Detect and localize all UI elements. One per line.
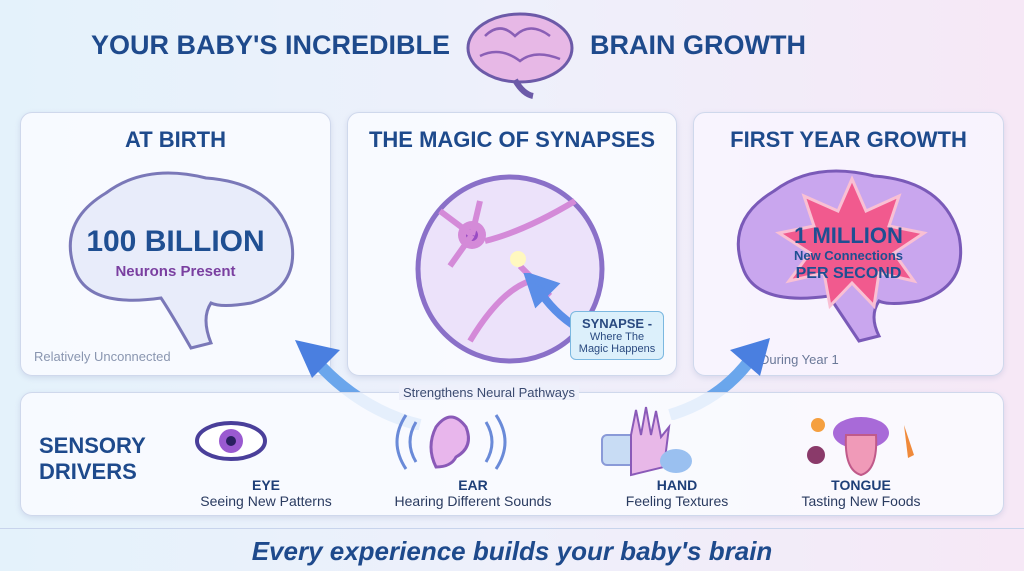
sensory-heading: SENSORY DRIVERS bbox=[39, 433, 146, 485]
sense-desc: Seeing New Patterns bbox=[200, 493, 332, 509]
synapse-callout: SYNAPSE - Where The Magic Happens bbox=[570, 311, 664, 360]
sense-desc: Hearing Different Sounds bbox=[394, 493, 552, 509]
hand-icon bbox=[601, 406, 692, 477]
neuron-label: Neurons Present bbox=[115, 263, 236, 280]
sense-desc: Tasting New Foods bbox=[801, 493, 921, 509]
callout-line2: Magic Happens bbox=[578, 343, 656, 355]
sense-name: HAND bbox=[656, 477, 698, 493]
footer-tagline: Every experience builds your baby's brai… bbox=[251, 536, 773, 566]
sense-name: EYE bbox=[251, 477, 280, 493]
at-birth-heading: AT BIRTH bbox=[124, 127, 227, 152]
title-right: BRAIN GROWTH bbox=[590, 30, 806, 60]
first-year-heading: FIRST YEAR GROWTH bbox=[730, 127, 967, 152]
growth-note: During Year 1 bbox=[760, 352, 839, 367]
connection-label: New Connections bbox=[793, 248, 904, 263]
brain-illustration-icon bbox=[68, 171, 295, 350]
ear-icon bbox=[395, 414, 507, 470]
tongue-icon bbox=[807, 417, 914, 477]
sense-name: EAR bbox=[458, 477, 488, 493]
callout-line1: Where The bbox=[589, 331, 645, 343]
sense-desc: Feeling Textures bbox=[625, 493, 729, 509]
callout-title: SYNAPSE - bbox=[581, 316, 653, 331]
connected-brain-icon bbox=[736, 169, 963, 343]
neuron-count: 100 BILLION bbox=[86, 225, 265, 258]
synapses-heading: THE MAGIC OF SYNAPSES bbox=[368, 127, 656, 152]
eye-icon bbox=[195, 421, 267, 461]
sensory-panel: Strengthens Neural Pathways SENSORY DRIV… bbox=[20, 385, 1004, 516]
sensory-heading-line1: SENSORY bbox=[39, 433, 146, 458]
pathway-label: Strengthens Neural Pathways bbox=[399, 385, 579, 400]
connection-count: 1 MILLION bbox=[794, 223, 903, 248]
brain-logo-icon bbox=[466, 12, 574, 99]
synapses-panel: THE MAGIC OF SYNAPSES SYNAPSE - Where Th… bbox=[347, 112, 677, 376]
birth-note: Relatively Unconnected bbox=[34, 349, 171, 364]
at-birth-panel: AT BIRTH 100 BILLION Neurons Present Rel… bbox=[20, 112, 331, 376]
sense-name: TONGUE bbox=[831, 477, 891, 493]
sensory-heading-line2: DRIVERS bbox=[39, 459, 137, 484]
title-left: YOUR BABY'S INCREDIBLE bbox=[91, 30, 450, 60]
first-year-panel: FIRST YEAR GROWTH 1 MILLION New Connecti… bbox=[693, 112, 1004, 376]
footer-divider bbox=[0, 528, 1024, 529]
connection-rate: PER SECOND bbox=[795, 265, 902, 282]
